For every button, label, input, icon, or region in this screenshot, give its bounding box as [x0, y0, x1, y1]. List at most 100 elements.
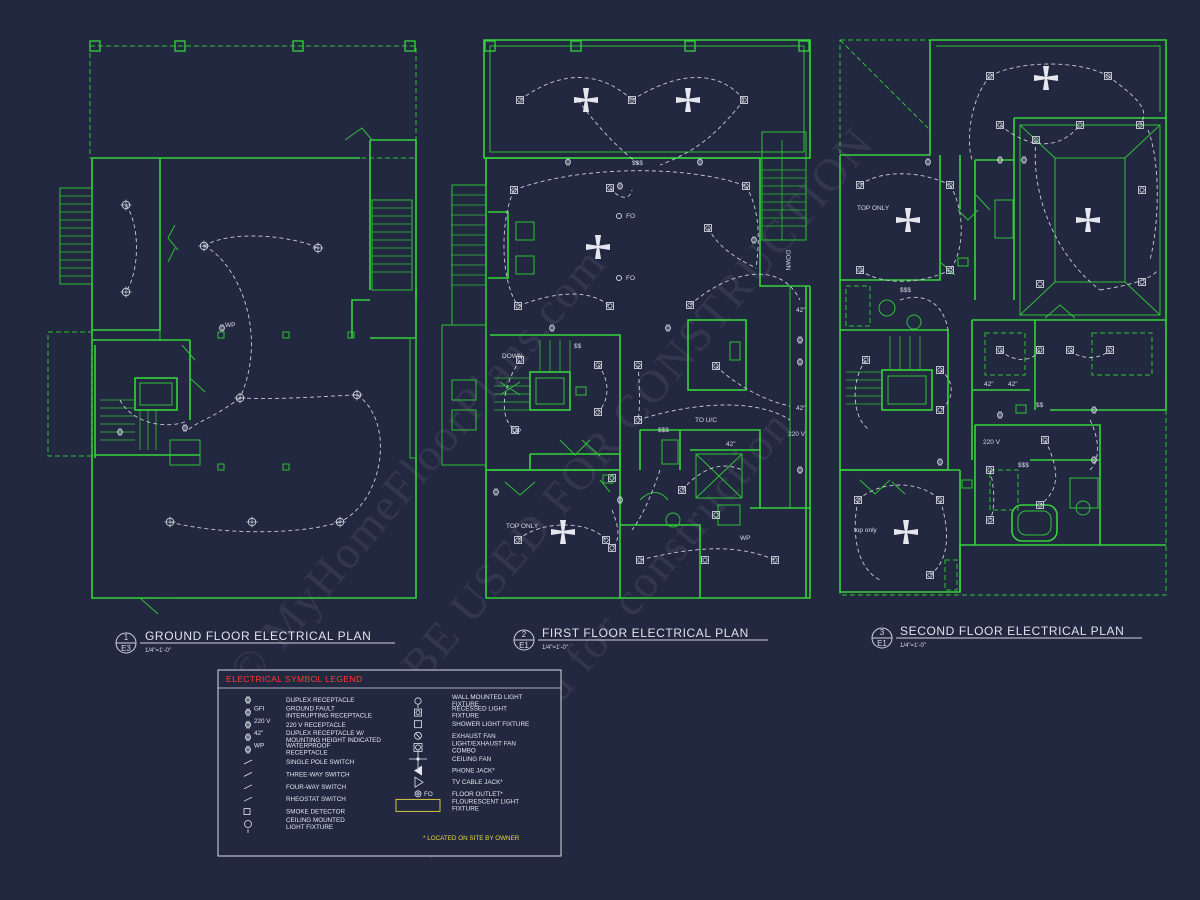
second-plan-title: SECOND FLOOR ELECTRICAL PLAN — [900, 624, 1124, 638]
legend-left-label: SMOKE DETECTOR — [286, 809, 345, 816]
legend-left-row: FOUR-WAY SWITCH — [243, 784, 347, 791]
ground-exterior-stair — [59, 187, 93, 285]
tv-icon — [414, 776, 424, 788]
ground-plan-title-block: 1 E3 GROUND FLOOR ELECTRICAL PLAN 1/4"=1… — [115, 629, 395, 654]
second-floor-plan: TOP ONLY top only 220 V 42" 42" $$$ $$$ … — [839, 39, 1167, 649]
ground-wp-tag: WP — [225, 322, 235, 329]
legend-right-tag: FO — [424, 791, 433, 798]
legend-right-label: TV CABLE JACK* — [452, 779, 503, 786]
second-exterior-walls — [839, 117, 1167, 593]
second-plan-sheet: E1 — [877, 639, 887, 648]
legend-left-tag: GFI — [254, 705, 265, 712]
second-stair-core — [840, 285, 949, 471]
first-wp-label: WP — [740, 535, 750, 542]
legend-left-label: RHEOSTAT SWITCH — [286, 796, 346, 803]
duplex-icon — [244, 696, 251, 704]
electrical-symbol-legend: ELECTRICAL SYMBOL LEGEND DUPLEX RECEPTAC… — [217, 669, 562, 857]
second-42-label: 42" — [984, 381, 994, 388]
first-plan-scale: 1/4"=1'-0" — [542, 645, 568, 651]
first-to-ac-label: TO U/C — [695, 417, 717, 424]
gfi-icon — [244, 708, 251, 717]
wp-icon — [244, 745, 251, 754]
legend-right-label: FLOOR OUTLET* — [452, 791, 503, 798]
ceiling-light-icon — [244, 820, 252, 833]
ground-plan-sheet: E3 — [121, 644, 131, 653]
first-plan-title-block: 2 E1 FIRST FLOOR ELECTRICAL PLAN 1/4"=1'… — [513, 626, 768, 651]
first-plan-number: 2 — [522, 630, 527, 639]
second-switch-label-3: $$ — [1036, 402, 1044, 409]
legend-right-label: SHOWER LIGHT FIXTURE — [452, 721, 529, 728]
duplex-42-icon — [244, 733, 251, 742]
legend-right-row: FO FLOOR OUTLET* — [414, 790, 503, 798]
legend-left-label: SINGLE POLE SWITCH — [286, 759, 355, 766]
ceiling-fan-icon — [409, 750, 427, 768]
ground-exterior-walls — [91, 157, 417, 599]
first-up-label: UP — [512, 428, 521, 435]
first-switch-label-2: $$$ — [658, 427, 669, 434]
ground-plan-title: GROUND FLOOR ELECTRICAL PLAN — [145, 629, 371, 643]
second-top-only-lower-label: top only — [854, 527, 878, 534]
three-way-icon — [243, 772, 253, 777]
legend-left-label: THREE-WAY SWITCH — [286, 771, 350, 778]
recessed-icon — [414, 708, 422, 717]
220-icon — [244, 720, 251, 729]
second-top-only-label: TOP ONLY — [857, 205, 890, 212]
second-plan-scale: 1/4"=1'-0" — [900, 643, 926, 649]
legend-right-row: CEILING FAN — [409, 750, 492, 768]
legend-left-tag: WP — [254, 743, 264, 750]
ground-plan-number: 1 — [124, 633, 129, 642]
first-fixtures — [492, 88, 803, 564]
first-kitchen-island — [687, 319, 747, 391]
legend-title: ELECTRICAL SYMBOL LEGEND — [226, 674, 363, 684]
first-annotations: DOWN UP FO FO TO U/C 220 V 42" 42" 42" T… — [502, 160, 806, 542]
legend-right-label: CEILING FAN — [452, 756, 492, 763]
legend-right-label: PHONE JACK* — [452, 768, 495, 775]
first-plan-title: FIRST FLOOR ELECTRICAL PLAN — [542, 626, 749, 640]
first-42-label: 42" — [726, 441, 736, 448]
legend-left-row: DUPLEX RECEPTACLE — [244, 696, 354, 704]
legend-left-row: RHEOSTAT SWITCH — [243, 796, 346, 803]
second-switch-label-2: $$$ — [1018, 462, 1029, 469]
second-circuits — [854, 63, 1159, 581]
wall-light-icon — [414, 697, 422, 708]
ground-stair-core — [47, 331, 206, 466]
first-switch-label-3: $$ — [574, 343, 582, 350]
legend-left-label: DUPLEX RECEPTACLE — [286, 697, 354, 704]
second-fixtures — [854, 66, 1146, 579]
first-down-stair-label: DOWN — [784, 250, 791, 271]
ground-upper-deck — [89, 45, 417, 159]
phone-icon — [414, 765, 422, 776]
shower-icon — [414, 720, 422, 729]
legend-right-row: SHOWER LIGHT FIXTURE — [414, 720, 529, 729]
smoke-icon — [243, 808, 251, 815]
first-42-label-2: 42" — [796, 307, 806, 314]
ground-right-stair — [344, 127, 413, 291]
first-plan-sheet: E1 — [519, 641, 529, 650]
legend-right-row: PHONE JACK* — [414, 765, 495, 776]
second-plan-number: 3 — [880, 628, 885, 637]
first-left-stair — [441, 184, 487, 466]
exhaust-icon — [414, 731, 422, 740]
legend-left-row: 42"DUPLEX RECEPTACLE W/MOUNTING HEIGHT I… — [244, 730, 381, 744]
first-circuits — [503, 77, 801, 561]
first-porch — [483, 39, 811, 159]
legend-left-tag: 220 V — [254, 718, 271, 725]
first-down-label: DOWN — [502, 353, 523, 360]
second-plan-title-block: 3 E1 SECOND FLOOR ELECTRICAL PLAN 1/4"=1… — [871, 624, 1142, 649]
ground-circuits — [119, 204, 381, 533]
legend-right-row: TV CABLE JACK* — [414, 776, 503, 788]
legend-left-row: THREE-WAY SWITCH — [243, 771, 350, 778]
